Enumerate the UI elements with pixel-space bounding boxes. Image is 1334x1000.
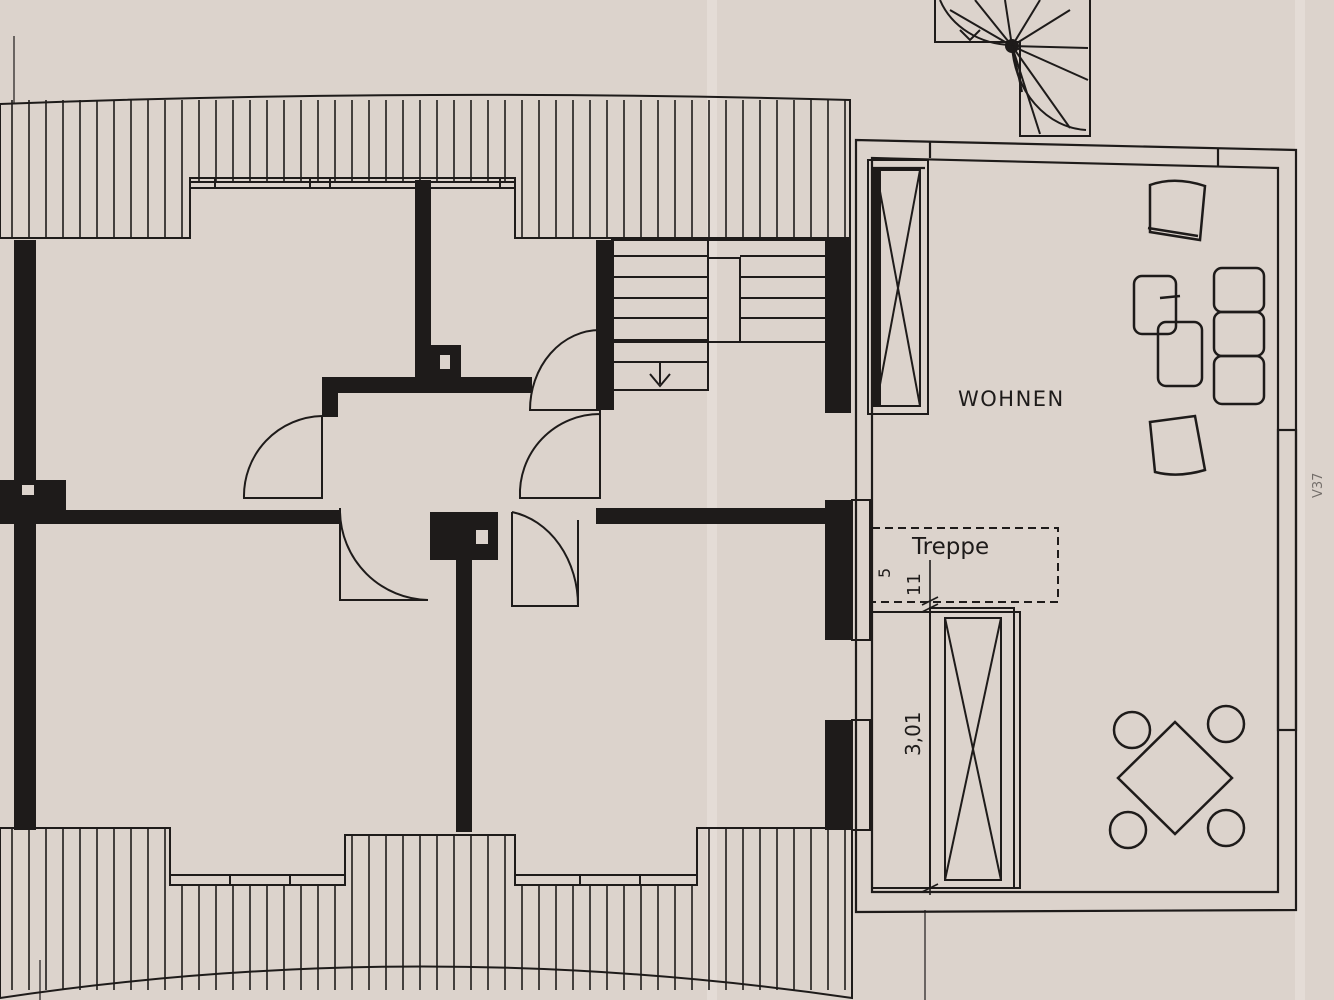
- stair-opening: [871, 527, 1059, 603]
- edge-mark-label: V37: [1311, 473, 1326, 498]
- room-label-wohnen: WOHNEN: [958, 387, 1065, 411]
- windows-top: [189, 177, 516, 189]
- dimension-width-label: 3,01: [901, 711, 925, 756]
- living-room-walls: [854, 138, 1298, 914]
- wardrobe-top: [867, 159, 929, 415]
- roof-hatching-top: [0, 93, 851, 239]
- dimension-small-sup: 5: [875, 568, 894, 578]
- dimension-line: [921, 560, 939, 895]
- door-swings: [242, 318, 601, 607]
- sofa-set: [1132, 266, 1266, 406]
- dimension-small-label: 11: [904, 573, 925, 596]
- windows-bottom: [169, 874, 698, 886]
- wall-windows: [22, 355, 488, 544]
- armchair-top: [1147, 179, 1207, 242]
- central-staircase: [611, 239, 827, 391]
- dining-set: [1108, 704, 1246, 850]
- armchair-bottom: [1148, 414, 1207, 476]
- spiral-staircase: [934, 0, 1091, 137]
- stair-label: Treppe: [911, 534, 989, 560]
- margin-lines: [13, 36, 926, 1000]
- walls: [0, 180, 851, 832]
- paper-folds: [707, 0, 1305, 1000]
- roof-hatching-bottom: [0, 827, 853, 1000]
